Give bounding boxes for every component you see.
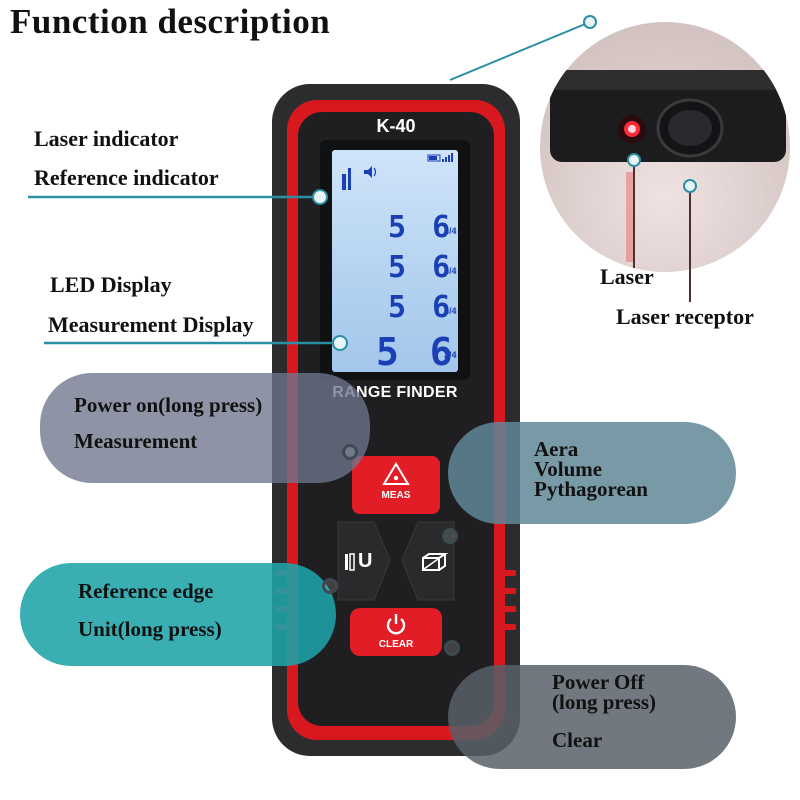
- reading-4: 5 6: [376, 330, 457, 374]
- reference-unit-button[interactable]: U: [344, 550, 380, 576]
- callout-power-line1: Power on(long press): [74, 393, 263, 417]
- callout-off-line1: Power Off: [552, 670, 645, 694]
- fraction-4: 3/4: [444, 350, 457, 360]
- clear-button-label: CLEAR: [378, 639, 414, 650]
- screen-status-icons: [342, 153, 453, 190]
- device-brand: RANGE FINDER: [332, 384, 458, 401]
- function-button[interactable]: [420, 552, 450, 574]
- meas-button[interactable]: MEAS: [352, 456, 440, 514]
- callout-off-line2: (long press): [552, 690, 657, 714]
- fraction-2: 3/4: [444, 266, 457, 276]
- callout-power-line2: Measurement: [74, 429, 198, 453]
- callout-power-measurement: [40, 373, 370, 483]
- sound-icon: [364, 166, 377, 178]
- laser-warning-icon: [382, 462, 410, 485]
- reference-bar-icon: [342, 168, 351, 190]
- laser-closeup-inset: [540, 22, 790, 272]
- clear-button-marker: [444, 640, 460, 656]
- page-title: Function description: [10, 2, 331, 41]
- callout-reference-unit: [20, 563, 336, 666]
- reading-1: 5 6: [388, 210, 455, 245]
- power-icon: [386, 614, 406, 635]
- meas-button-marker: [342, 444, 358, 460]
- label-measurement-display: Measurement Display: [48, 312, 254, 337]
- battery-icon: [427, 154, 441, 162]
- callout-ref-line2: Unit(long press): [78, 617, 222, 641]
- label-laser-receptor: Laser receptor: [616, 304, 754, 329]
- fraction-1: 3/4: [444, 226, 457, 236]
- callout-area-volume: [448, 422, 736, 524]
- nav-button-pad: [337, 521, 455, 601]
- reading-3: 5 6: [388, 290, 455, 325]
- callout-power-off-clear: [448, 665, 736, 769]
- unit-symbol: U: [358, 550, 373, 572]
- lcd-screen: [332, 150, 458, 372]
- label-led-display: LED Display: [50, 272, 172, 297]
- callout-aera-line1: Aera: [534, 437, 579, 461]
- signal-icon: [442, 153, 453, 162]
- reference-edge-icon: [345, 553, 355, 571]
- label-reference-indicator: Reference indicator: [34, 165, 219, 190]
- volume-box-icon: [422, 553, 449, 571]
- callout-off-line3: Clear: [552, 728, 603, 752]
- callout-ref-line1: Reference edge: [78, 579, 214, 603]
- callout-aera-line3: Pythagorean: [534, 477, 648, 501]
- clear-button[interactable]: CLEAR: [350, 608, 442, 656]
- callout-aera-line2: Volume: [534, 457, 603, 481]
- label-laser: Laser: [600, 264, 654, 289]
- reference-button-marker: [322, 578, 338, 594]
- laser-closeup-art: [550, 70, 786, 262]
- device-model: K-40: [376, 116, 416, 136]
- label-laser-indicator: Laser indicator: [34, 126, 179, 151]
- meas-button-label: MEAS: [381, 490, 411, 501]
- function-button-marker: [442, 528, 458, 544]
- reading-2: 5 6: [388, 250, 455, 285]
- fraction-3: 3/4: [444, 306, 457, 316]
